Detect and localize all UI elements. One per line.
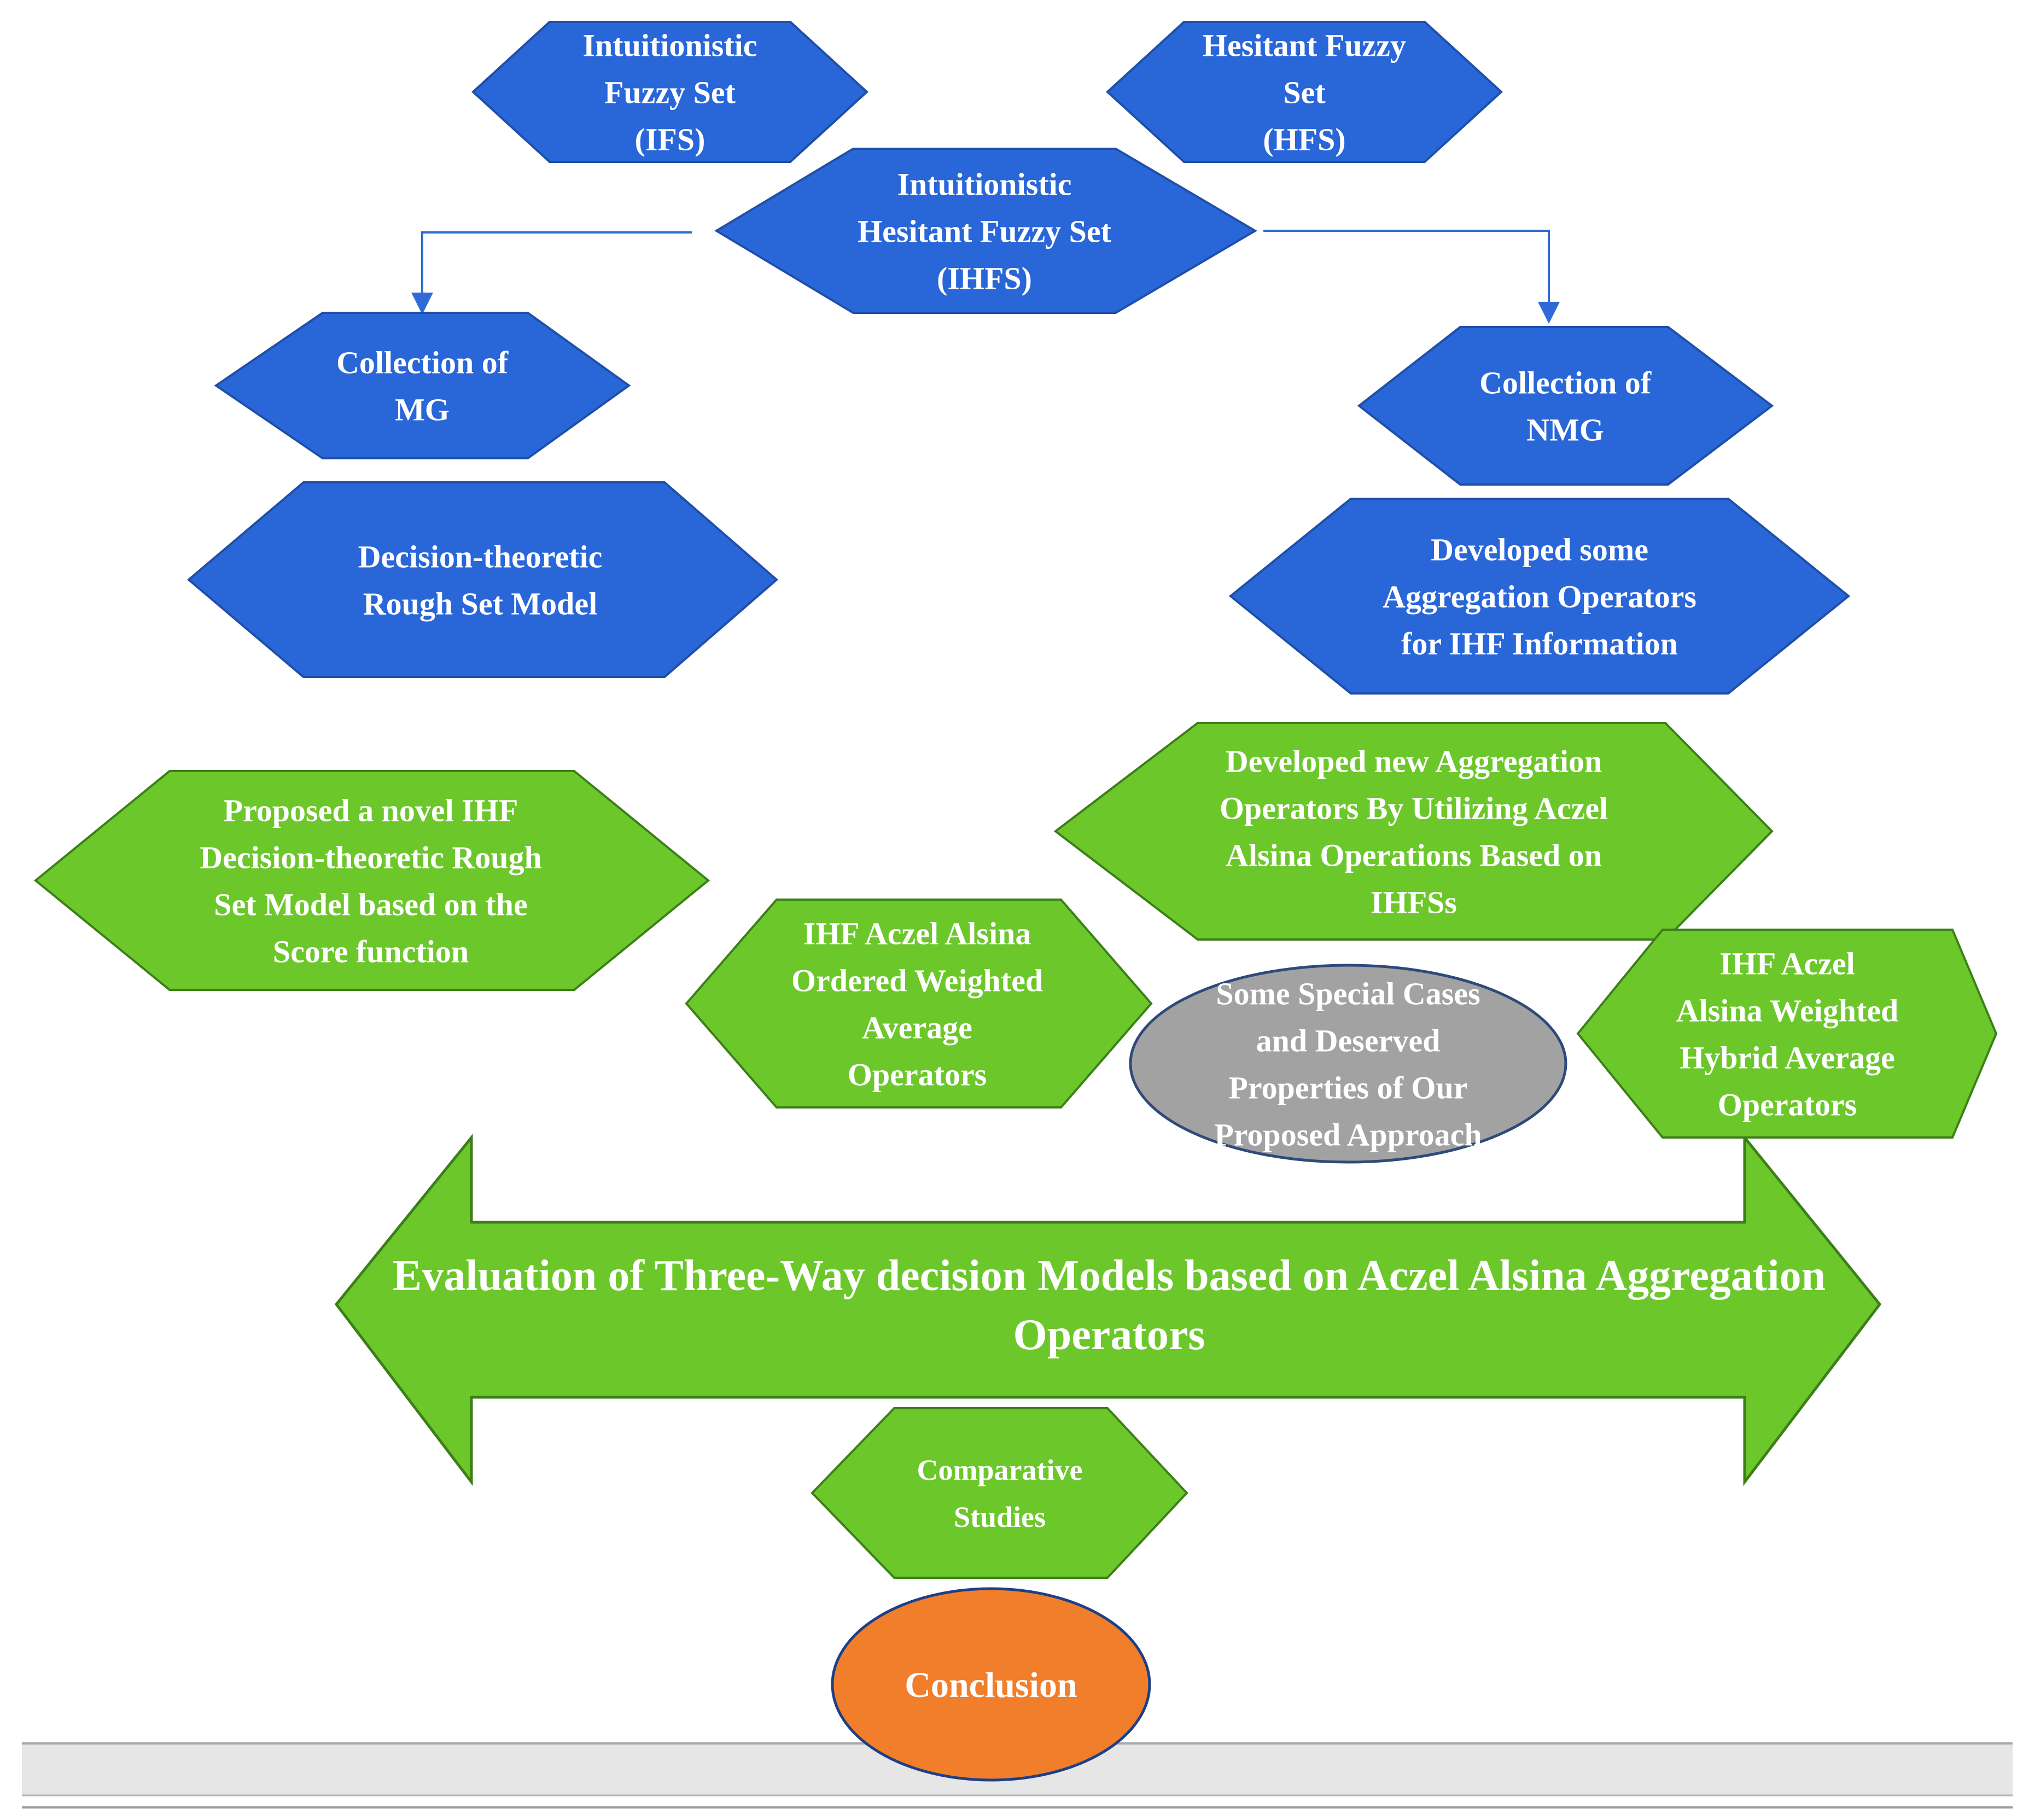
hybrid-line-2: Alsina Weighted — [1676, 993, 1899, 1028]
special-line-2: and Deserved — [1256, 1023, 1441, 1058]
ihfs-line-2: Hesitant Fuzzy Set — [858, 213, 1112, 249]
evaluation-line-2: Operators — [1013, 1311, 1205, 1359]
dtrs-line-2: Rough Set Model — [363, 586, 598, 621]
hfs-line-1: Hesitant Fuzzy — [1203, 27, 1406, 63]
hybrid-line-4: Operators — [1718, 1087, 1857, 1122]
mg-line-2: MG — [395, 392, 450, 427]
hfs-line-3: (HFS) — [1263, 121, 1345, 157]
conclusion-line-1: Conclusion — [905, 1665, 1077, 1705]
evaluation-label: Evaluation of Three-Way decision Models … — [393, 1252, 1826, 1359]
novel-dtrs-line-2: Decision-theoretic Rough — [200, 839, 542, 875]
ifs-line-1: Intuitionistic — [582, 27, 757, 63]
new-agg-line-1: Developed new Aggregation — [1226, 743, 1602, 779]
novel-dtrs-line-3: Set Model based on the — [214, 886, 528, 922]
nmg-line-1: Collection of — [1479, 365, 1652, 400]
evaluation-line-1: Evaluation of Three-Way decision Models … — [393, 1252, 1826, 1300]
node-novel-dtrs: Proposed a novel IHF Decision-theoretic R… — [33, 770, 710, 991]
nmg-label: Collection of NMG — [1479, 365, 1652, 447]
owa-line-2: Ordered Weighted — [791, 962, 1043, 998]
special-line-4: Proposed Approach — [1214, 1117, 1482, 1152]
agg-ops-line-1: Developed some — [1431, 532, 1648, 567]
node-nmg: Collection of NMG — [1357, 326, 1774, 486]
ifs-line-2: Fuzzy Set — [604, 74, 736, 110]
connector-to-nmg — [1263, 230, 1560, 324]
connector-to-mg — [411, 231, 692, 314]
owa-line-1: IHF Aczel Alsina — [803, 915, 1031, 951]
comparative-line-1: Comparative — [917, 1454, 1083, 1486]
node-conclusion: Conclusion — [831, 1587, 1151, 1782]
mg-label: Collection of MG — [336, 345, 509, 427]
mg-line-1: Collection of — [336, 345, 509, 380]
dtrs-line-1: Decision-theoretic — [358, 539, 603, 574]
new-agg-line-4: IHFSs — [1371, 884, 1457, 920]
agg-ops-line-3: for IHF Information — [1401, 626, 1678, 661]
agg-ops-line-2: Aggregation Operators — [1383, 579, 1696, 614]
ihfs-line-3: (IHFS) — [937, 260, 1032, 296]
conclusion-label: Conclusion — [905, 1665, 1077, 1705]
novel-dtrs-line-4: Score function — [273, 934, 469, 969]
hfs-line-2: Set — [1283, 74, 1326, 110]
owa-line-4: Operators — [848, 1057, 987, 1092]
new-agg-line-3: Alsina Operations Based on — [1226, 837, 1602, 873]
ifs-line-3: (IFS) — [635, 121, 706, 157]
ihfs-line-1: Intuitionistic — [897, 166, 1071, 202]
novel-dtrs-line-1: Proposed a novel IHF — [224, 792, 518, 828]
comparative-line-2: Studies — [954, 1501, 1046, 1533]
hybrid-line-3: Hybrid Average — [1680, 1040, 1895, 1075]
nmg-line-2: NMG — [1526, 412, 1604, 447]
node-mg: Collection of MG — [214, 312, 631, 459]
new-agg-line-2: Operators By Utilizing Aczel — [1220, 790, 1608, 826]
special-line-1: Some Special Cases — [1216, 976, 1480, 1011]
owa-line-3: Average — [862, 1010, 972, 1045]
evaluation-double-arrow: Evaluation of Three-Way decision Models … — [334, 1133, 1882, 1486]
novel-dtrs-label: Proposed a novel IHF Decision-theoretic R… — [200, 792, 542, 969]
evaluation-arrow-shape — [334, 1133, 1882, 1486]
hybrid-line-1: IHF Aczel — [1719, 946, 1855, 981]
special-line-3: Properties of Our — [1228, 1070, 1467, 1105]
